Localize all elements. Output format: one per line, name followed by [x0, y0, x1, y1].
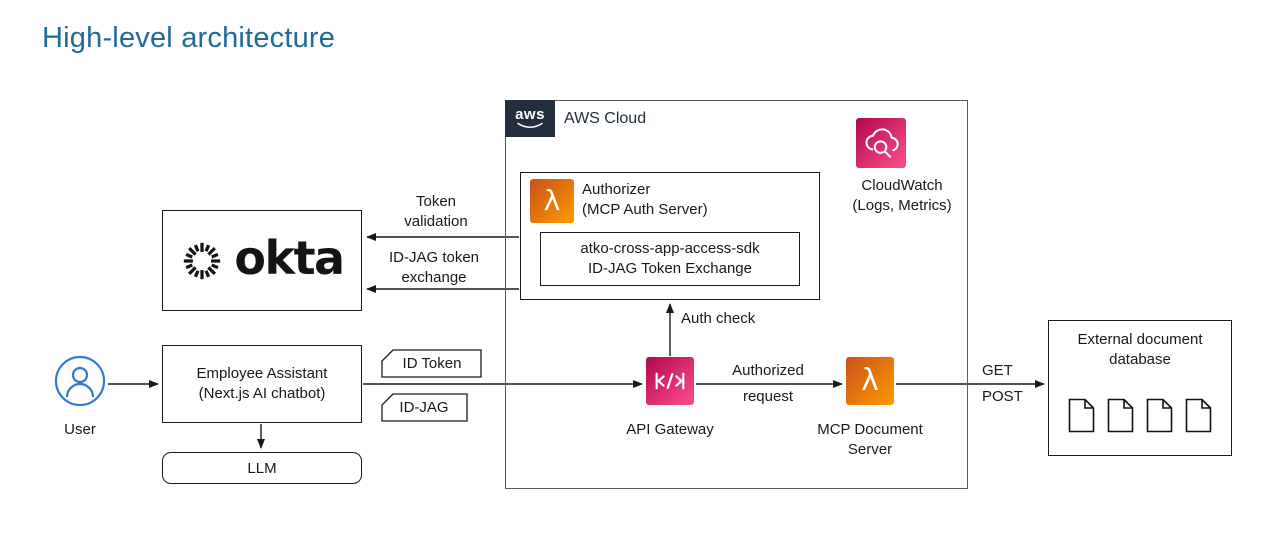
aws-logo-text: aws — [515, 106, 545, 123]
authorizer-title: Authorizer (MCP Auth Server) — [582, 181, 708, 218]
api-gateway-icon — [646, 357, 694, 405]
document-icon — [1068, 398, 1095, 433]
external-db-title: External document database — [1077, 331, 1203, 368]
external-document-database-box — [1048, 320, 1232, 456]
mcp-document-server-label: MCP Document Server — [817, 421, 923, 458]
get-post-flow-label: GET POST — [982, 362, 1023, 405]
lambda-icon: λ — [530, 179, 574, 223]
document-icon — [1185, 398, 1212, 433]
aws-cloud-label: AWS Cloud — [564, 110, 647, 127]
aws-logo: aws — [505, 100, 555, 137]
okta-wordmark: okta — [234, 230, 345, 285]
id-token-tag-shape — [381, 349, 482, 378]
code-brackets-icon — [655, 372, 685, 390]
document-icon — [1146, 398, 1173, 433]
employee-assistant-box: Employee Assistant (Next.js AI chatbot) — [162, 345, 362, 423]
llm-box: LLM — [162, 452, 362, 484]
document-icon — [1107, 398, 1134, 433]
cloudwatch-label: CloudWatch (Logs, Metrics) — [852, 177, 952, 214]
okta-logo-icon — [184, 242, 221, 279]
aws-cloud-group — [505, 100, 968, 489]
aws-smile-icon — [517, 122, 543, 129]
api-gateway-label: API Gateway — [626, 421, 714, 438]
sdk-token-exchange-box: atko-cross-app-access-sdk ID-JAG Token E… — [540, 232, 800, 286]
document-icons-row — [1048, 398, 1232, 433]
lambda-icon: λ — [846, 357, 894, 405]
page-title: High-level architecture — [42, 22, 336, 54]
cloudwatch-icon — [856, 118, 906, 168]
token-validation-flow-label: Token validation — [404, 193, 468, 230]
cloud-magnifier-icon — [865, 128, 899, 158]
id-jag-tag-label: ID-JAG — [399, 399, 449, 416]
id-token-tag-label: ID Token — [402, 355, 462, 372]
authorized-request-flow-label: Authorized request — [732, 362, 804, 405]
user-icon — [54, 355, 106, 407]
auth-check-flow-label: Auth check — [681, 310, 756, 327]
idjag-exchange-flow-label: ID-JAG token exchange — [388, 249, 480, 286]
user-label: User — [64, 421, 96, 438]
id-jag-tag-shape — [381, 393, 468, 422]
okta-box: okta — [162, 210, 362, 311]
